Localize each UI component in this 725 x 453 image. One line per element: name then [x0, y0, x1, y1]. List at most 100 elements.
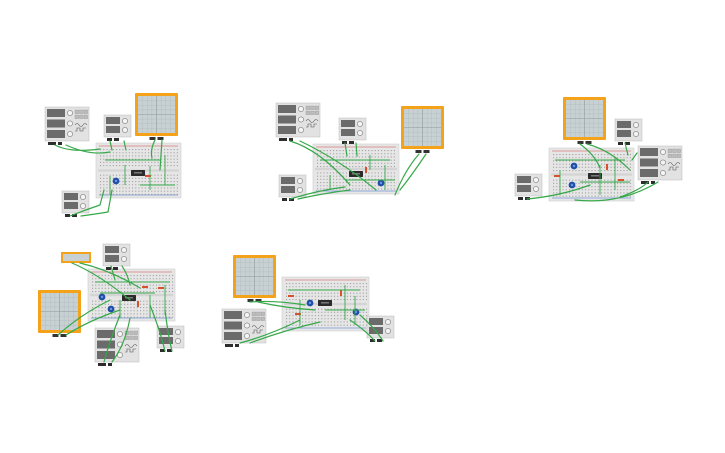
- probe-terminal[interactable]: [60, 334, 67, 337]
- supply-terminal[interactable]: [113, 267, 118, 270]
- jumper-wire[interactable]: [355, 142, 358, 157]
- potentiometer[interactable]: [568, 181, 576, 189]
- function-generator[interactable]: [94, 327, 140, 366]
- jumper-wire[interactable]: [65, 309, 121, 336]
- waveform-button[interactable]: [305, 110, 310, 115]
- supply-terminal[interactable]: [342, 141, 347, 144]
- supply-terminal[interactable]: [349, 141, 354, 144]
- generator-knob[interactable]: [67, 131, 73, 137]
- supply-knob[interactable]: [175, 338, 181, 344]
- output-terminal[interactable]: [58, 142, 62, 145]
- jumper-wire[interactable]: [111, 317, 131, 363]
- waveform-button[interactable]: [251, 316, 256, 321]
- supply-terminal[interactable]: [160, 349, 165, 352]
- generator-knob[interactable]: [660, 159, 666, 166]
- jumper-wire[interactable]: [121, 265, 131, 286]
- waveform-button[interactable]: [256, 316, 261, 321]
- output-terminal[interactable]: [289, 138, 293, 141]
- potentiometer[interactable]: [570, 162, 578, 170]
- supply-knob[interactable]: [633, 131, 639, 137]
- waveform-buttons[interactable]: [74, 109, 88, 119]
- circuit-2[interactable]: [275, 102, 444, 201]
- jumper-wire[interactable]: [249, 321, 321, 344]
- potentiometer[interactable]: [107, 305, 115, 313]
- jumper-wire[interactable]: [631, 152, 638, 161]
- jumper-wire[interactable]: [239, 319, 301, 344]
- potentiometer[interactable]: [98, 293, 106, 301]
- resistor[interactable]: [142, 286, 148, 288]
- generator-knob[interactable]: [244, 312, 250, 318]
- power-supply[interactable]: [278, 174, 307, 201]
- probe-terminal[interactable]: [255, 299, 262, 302]
- jumper-wire[interactable]: [297, 189, 351, 200]
- function-generator[interactable]: [275, 102, 321, 141]
- ic-chip[interactable]: [131, 170, 145, 176]
- waveform-buttons[interactable]: [251, 311, 265, 321]
- function-generator[interactable]: [44, 106, 90, 145]
- waveform-button[interactable]: [314, 105, 319, 110]
- jumper-wire[interactable]: [123, 140, 127, 151]
- probe-terminal[interactable]: [577, 141, 584, 144]
- output-terminal[interactable]: [279, 138, 287, 141]
- oscilloscope[interactable]: [401, 106, 444, 153]
- jumper-wire[interactable]: [249, 300, 306, 306]
- waveform-button[interactable]: [305, 105, 310, 110]
- jumper-wire[interactable]: [54, 144, 101, 151]
- resistor[interactable]: [158, 287, 164, 289]
- oscilloscope[interactable]: [233, 255, 276, 302]
- ic-chip[interactable]: [318, 300, 332, 306]
- output-terminal[interactable]: [48, 142, 56, 145]
- supply-terminal[interactable]: [282, 198, 287, 201]
- generator-knob[interactable]: [244, 322, 250, 329]
- jumper-wire[interactable]: [71, 262, 131, 301]
- power-supply[interactable]: [103, 114, 132, 141]
- resistor[interactable]: [606, 164, 608, 170]
- supply-knob[interactable]: [633, 122, 639, 128]
- generator-knob[interactable]: [298, 127, 304, 133]
- waveform-button[interactable]: [79, 114, 84, 119]
- generator-knob[interactable]: [660, 149, 666, 155]
- waveform-button[interactable]: [667, 148, 672, 153]
- jumper-wire[interactable]: [289, 186, 346, 200]
- supply-terminal[interactable]: [289, 198, 294, 201]
- potentiometer[interactable]: [112, 177, 120, 185]
- supply-knob[interactable]: [385, 319, 391, 325]
- multimeter[interactable]: [61, 252, 91, 263]
- jumper-wire[interactable]: [526, 184, 591, 200]
- waveform-button[interactable]: [83, 109, 88, 114]
- output-terminal[interactable]: [651, 181, 655, 184]
- resistor[interactable]: [365, 167, 367, 173]
- generator-knob[interactable]: [298, 116, 304, 123]
- output-terminal[interactable]: [235, 344, 239, 347]
- waveform-button[interactable]: [310, 110, 315, 115]
- waveform-button[interactable]: [676, 153, 681, 158]
- waveform-button[interactable]: [256, 311, 261, 316]
- jumper-wire[interactable]: [80, 189, 113, 217]
- supply-knob[interactable]: [122, 127, 128, 133]
- waveform-button[interactable]: [260, 311, 265, 316]
- jumper-wire[interactable]: [57, 299, 111, 336]
- supply-knob[interactable]: [357, 130, 363, 136]
- jumper-wire[interactable]: [359, 314, 384, 342]
- waveform-button[interactable]: [133, 330, 138, 335]
- supply-terminal[interactable]: [107, 138, 112, 141]
- power-supply[interactable]: [614, 118, 643, 145]
- waveform-button[interactable]: [672, 153, 677, 158]
- jumper-wire[interactable]: [164, 309, 173, 352]
- resistor[interactable]: [340, 290, 342, 296]
- supply-terminal[interactable]: [65, 214, 70, 217]
- circuit-1[interactable]: [44, 93, 182, 217]
- supply-terminal[interactable]: [72, 214, 77, 217]
- jumper-wire[interactable]: [159, 139, 163, 171]
- supply-terminal[interactable]: [625, 142, 630, 145]
- probe-terminal[interactable]: [52, 334, 59, 337]
- supply-knob[interactable]: [121, 256, 127, 262]
- waveform-button[interactable]: [314, 110, 319, 115]
- waveform-button[interactable]: [74, 114, 79, 119]
- function-generator[interactable]: [637, 145, 683, 184]
- ic-chip[interactable]: [588, 173, 602, 179]
- jumper-wire[interactable]: [344, 142, 348, 157]
- waveform-buttons[interactable]: [667, 148, 681, 158]
- output-terminal[interactable]: [225, 344, 233, 347]
